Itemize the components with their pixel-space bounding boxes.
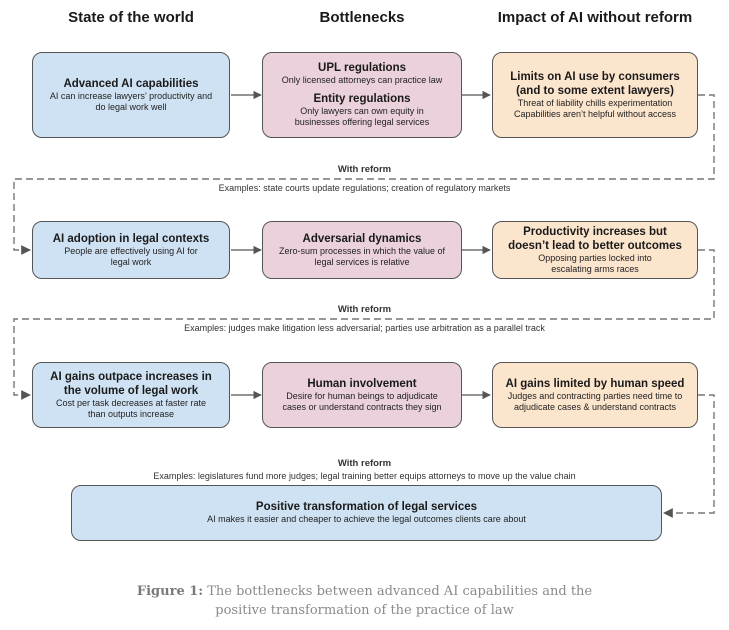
reform-label-1: With reform (337, 164, 392, 175)
box-subtitle: AI can increase lawyers’ productivity an… (49, 90, 213, 113)
box-upl-entity-regulations: UPL regulations Only licensed attorneys … (262, 52, 462, 138)
box-subtitle: Only licensed attorneys can practice law (281, 75, 443, 86)
box-title-2: Entity regulations (313, 92, 411, 105)
box-adversarial-dynamics: Adversarial dynamics Zero-sum processes … (262, 221, 462, 279)
box-advanced-ai-capabilities: Advanced AI capabilities AI can increase… (32, 52, 230, 138)
box-subtitle: Opposing parties locked into escalating … (538, 252, 652, 275)
reform-label-3: With reform (337, 458, 392, 469)
reform-examples-2: Examples: judges make litigation less ad… (184, 323, 545, 333)
box-subtitle: People are effectively using AI for lega… (64, 245, 198, 268)
caption-text-1: The bottlenecks between advanced AI capa… (207, 584, 593, 599)
box-subtitle-2: Only lawyers can own equity in businesse… (294, 105, 430, 128)
reform-label-2: With reform (337, 304, 392, 315)
box-human-involvement: Human involvement Desire for human being… (262, 362, 462, 428)
box-subtitle: Cost per task decreases at faster rate t… (55, 397, 207, 420)
box-title: Positive transformation of legal service… (255, 501, 478, 514)
caption-label: Figure 1: (136, 584, 204, 599)
reform-examples-1: Examples: state courts update regulation… (218, 183, 511, 193)
box-subtitle: AI makes it easier and cheaper to achiev… (207, 514, 526, 525)
box-title: Adversarial dynamics (302, 232, 422, 245)
box-ai-gains-limited: AI gains limited by human speed Judges a… (492, 362, 698, 428)
box-title: AI gains outpace increases in the volume… (50, 370, 212, 397)
caption-line-1: Figure 1: The bottlenecks between advanc… (0, 582, 729, 601)
header-bottlenecks: Bottlenecks (319, 9, 405, 26)
box-title: AI adoption in legal contexts (52, 232, 210, 245)
header-impact: Impact of AI without reform (497, 9, 693, 26)
box-subtitle: Threat of liability chills experimentati… (513, 97, 677, 120)
figure-caption: Figure 1: The bottlenecks between advanc… (0, 582, 729, 620)
box-positive-transformation: Positive transformation of legal service… (71, 485, 662, 541)
box-limits-on-ai-use: Limits on AI use by consumers (and to so… (492, 52, 698, 138)
header-state-of-world: State of the world (68, 9, 194, 26)
box-title: Productivity increases but doesn’t lead … (508, 225, 682, 252)
box-ai-adoption: AI adoption in legal contexts People are… (32, 221, 230, 279)
box-subtitle: Desire for human beings to adjudicate ca… (282, 390, 442, 413)
box-subtitle: Zero-sum processes in which the value of… (278, 245, 446, 268)
box-title: AI gains limited by human speed (505, 377, 685, 390)
box-ai-gains-outpace: AI gains outpace increases in the volume… (32, 362, 230, 428)
caption-line-2: positive transformation of the practice … (215, 603, 514, 618)
box-title: UPL regulations (318, 62, 406, 75)
box-productivity-increases: Productivity increases but doesn’t lead … (492, 221, 698, 279)
box-title: Human involvement (307, 377, 417, 390)
box-title: Limits on AI use by consumers (and to so… (510, 70, 680, 97)
box-subtitle: Judges and contracting parties need time… (507, 390, 683, 413)
box-title: Advanced AI capabilities (63, 77, 199, 90)
reform-examples-3: Examples: legislatures fund more judges;… (153, 471, 576, 481)
